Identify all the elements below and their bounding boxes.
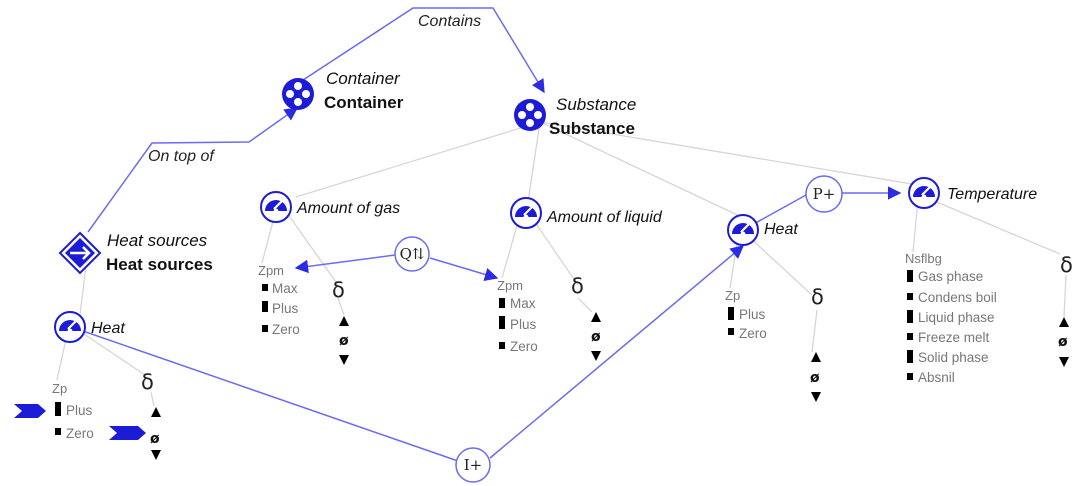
- container-entity[interactable]: Container Container: [282, 69, 404, 112]
- quantity-value: Zero: [510, 339, 538, 354]
- quantity-space-name: Nsflbg: [905, 251, 942, 266]
- quantity-heat-source[interactable]: Heat Zp Plus Zero δ ø: [14, 310, 161, 460]
- quantity-value: Absnil: [918, 370, 955, 385]
- quantity-space-name: Zpm: [497, 278, 523, 293]
- correspondence-line-to-gas: [294, 254, 396, 274]
- quantity-temperature[interactable]: Temperature Nsflbg Gas phase Condens boi…: [905, 176, 1073, 385]
- container-name: Container: [324, 93, 404, 112]
- quantity-icon: [907, 176, 941, 210]
- entity-icon: [282, 78, 314, 110]
- derivative-space: ø: [810, 352, 821, 402]
- proportionality-line-in: [751, 194, 807, 226]
- derivative-zero: ø: [591, 329, 601, 345]
- derivative-space: ø: [1058, 317, 1069, 367]
- entity-icon: [514, 99, 546, 131]
- substance-name: Substance: [549, 119, 635, 138]
- derivative-zero: ø: [1058, 334, 1068, 350]
- quantity-value: Zero: [66, 426, 94, 441]
- derivative-symbol: δ: [571, 274, 584, 298]
- influence-line-out: [489, 245, 745, 459]
- quantity-value: Zero: [739, 326, 767, 341]
- quantity-value: Plus: [66, 403, 93, 418]
- quantity-space-values: Max Plus Zero: [262, 281, 300, 337]
- derivative-assignment-arrow: [109, 426, 146, 440]
- quantity-label: Heat: [764, 221, 798, 238]
- on-top-of-label: On top of: [148, 148, 215, 165]
- quantity-amount-of-gas[interactable]: Amount of gas Zpm Max Plus Zero δ ø: [258, 190, 400, 365]
- proportionality-node[interactable]: P+: [805, 175, 843, 213]
- quantity-value: Plus: [739, 307, 766, 322]
- quantity-value: Plus: [510, 317, 537, 332]
- value-assignment-arrow: [14, 404, 46, 418]
- derivative-zero: ø: [810, 370, 820, 386]
- relation-lines: [87, 7, 545, 233]
- proportionality-symbol: P+: [813, 185, 836, 203]
- quantity-space-values: Max Plus Zero: [499, 296, 538, 354]
- quantity-label: Temperature: [947, 186, 1037, 203]
- derivative-space: ø: [591, 312, 601, 361]
- quantity-space-values: Gas phase Condens boil Liquid phase Free…: [907, 269, 997, 385]
- contains-label: Contains: [418, 13, 481, 30]
- quantity-value: Zero: [272, 322, 300, 337]
- derivative-zero: ø: [150, 431, 160, 447]
- quantity-label: Amount of liquid: [546, 209, 663, 226]
- quantity-space-values: Plus Zero: [55, 402, 94, 441]
- derivative-symbol: δ: [1060, 253, 1073, 277]
- derivative-space: ø: [150, 407, 161, 460]
- quantity-icon: [259, 190, 293, 224]
- substance-type: Substance: [556, 95, 636, 114]
- on-top-of-line: [87, 107, 299, 233]
- quantity-value: Max: [510, 296, 536, 311]
- influence-symbol: I+: [464, 456, 483, 474]
- quantity-value: Condens boil: [918, 290, 997, 305]
- contains-line: [299, 7, 545, 94]
- quantity-icon: [53, 310, 87, 344]
- dependency-lines: [79, 186, 902, 462]
- derivative-zero: ø: [339, 333, 349, 349]
- quantity-value: Liquid phase: [918, 310, 995, 325]
- quantity-space-values: Plus Zero: [728, 307, 767, 341]
- derivative-symbol: δ: [811, 285, 824, 309]
- quantity-icon: [509, 196, 543, 230]
- correspondence-line-to-liquid: [429, 257, 499, 281]
- derivative-symbol: δ: [332, 278, 345, 302]
- quantity-value: Freeze melt: [918, 330, 990, 345]
- heat-sources-type: Heat sources: [107, 231, 208, 250]
- quantity-value: Max: [272, 281, 298, 296]
- heat-sources-name: Heat sources: [106, 255, 213, 274]
- quantity-label: Amount of gas: [296, 200, 400, 217]
- derivative-space: ø: [339, 316, 349, 365]
- quantity-value: Plus: [272, 301, 299, 316]
- quantity-value: Gas phase: [918, 269, 983, 284]
- quantity-amount-of-liquid[interactable]: Amount of liquid Zpm Max Plus Zero δ ø: [497, 196, 663, 361]
- correspondence-node[interactable]: Q⇅: [394, 236, 430, 272]
- heat-sources-agent[interactable]: Heat sources Heat sources: [58, 231, 213, 275]
- container-type: Container: [326, 69, 401, 88]
- substance-entity[interactable]: Substance Substance: [514, 95, 636, 138]
- quantity-space-name: Zp: [725, 288, 740, 303]
- quantity-heat-substance[interactable]: Heat Zp Plus Zero δ ø: [725, 213, 824, 402]
- influence-node[interactable]: I+: [455, 447, 491, 483]
- quantity-label: Heat: [91, 320, 125, 337]
- quantity-icon: [726, 213, 760, 247]
- quantity-space-name: Zp: [52, 381, 67, 396]
- agent-icon: [58, 231, 102, 275]
- quantity-space-name: Zpm: [258, 263, 284, 278]
- correspondence-symbol: Q⇅: [400, 245, 425, 263]
- derivative-symbol: δ: [141, 370, 154, 394]
- quantity-value: Solid phase: [918, 350, 989, 365]
- influence-line-in: [79, 329, 459, 462]
